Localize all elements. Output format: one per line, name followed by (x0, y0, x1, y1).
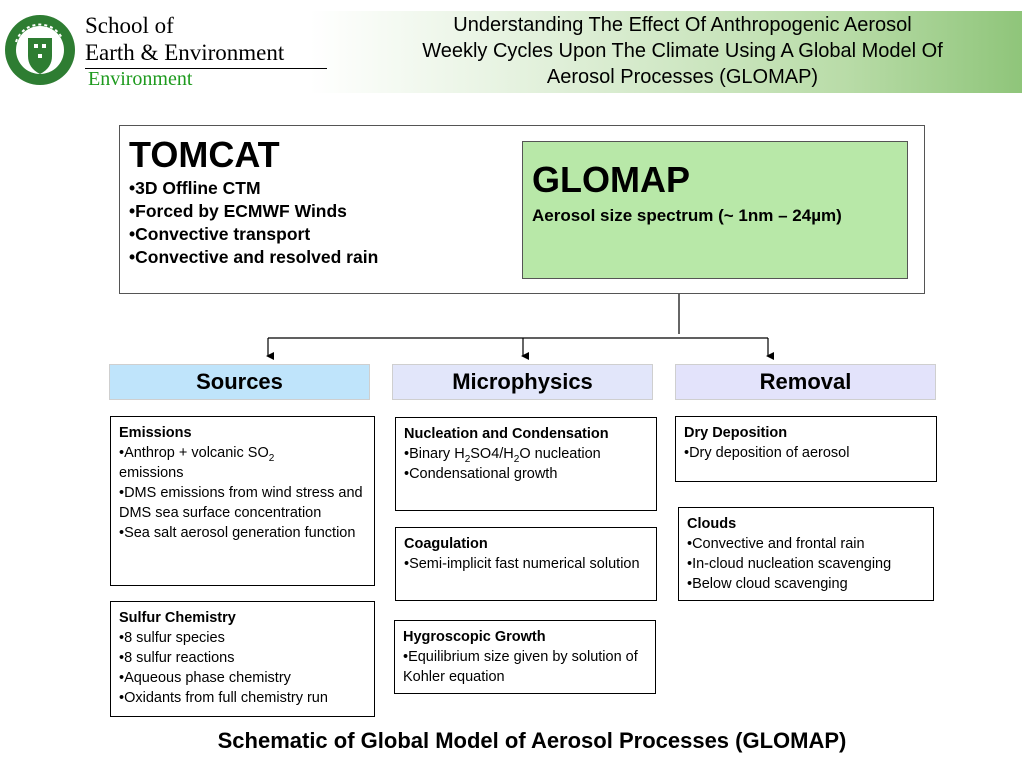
card-line: •8 sulfur reactions (119, 650, 235, 666)
title-line: Understanding The Effect Of Anthropogeni… (453, 14, 912, 36)
tomcat-feature-list: •3D Offline CTM •Forced by ECMWF Winds •… (129, 177, 378, 269)
glomap-subtitle: Aerosol size spectrum (~ 1nm – 24µm) (532, 206, 842, 225)
card-title: Coagulation (404, 536, 488, 552)
glomap-title: GLOMAP (532, 159, 690, 200)
card-title: Dry Deposition (684, 425, 788, 441)
figure-caption: Schematic of Global Model of Aerosol Pro… (217, 728, 847, 753)
university-crest-logo (5, 15, 75, 85)
card-title: Sulfur Chemistry (119, 610, 236, 626)
glomap-box (522, 141, 908, 279)
card-line: •Semi-implicit fast numerical solution (404, 556, 640, 572)
card-title: Hygroscopic Growth (403, 629, 546, 645)
card-emissions: Emissions •Anthrop + volcanic SO2 emissi… (110, 416, 375, 586)
title-line: Aerosol Processes (GLOMAP) (546, 66, 819, 88)
card-nucleation-condensation: Nucleation and Condensation •Binary H2SO… (395, 417, 657, 511)
list-item: •Convective and resolved rain (129, 247, 379, 267)
card-line: •Oxidants from full chemistry run (119, 690, 328, 706)
card-line: •DMS emissions from wind stress and DMS … (119, 485, 363, 521)
header-gradient-banner (310, 11, 1022, 93)
card-line: •In-cloud nucleation scavenging (687, 556, 892, 572)
card-line: •Binary H2SO4/H2O nucleation (404, 446, 601, 465)
card-title: Clouds (687, 516, 737, 532)
school-name-line2: Earth & Environment (85, 40, 285, 65)
title-line: Weekly Cycles Upon The Climate Using A G… (422, 40, 943, 62)
card-line: •Dry deposition of aerosol (684, 445, 850, 461)
tomcat-title: TOMCAT (129, 134, 280, 175)
card-coagulation: Coagulation •Semi-implicit fast numerica… (395, 527, 657, 601)
category-microphysics: Microphysics (392, 364, 653, 400)
card-line: •Below cloud scavenging (687, 576, 848, 592)
header-divider (85, 68, 327, 69)
list-item: •3D Offline CTM (129, 178, 261, 198)
list-item: •Convective transport (129, 224, 311, 244)
category-removal: Removal (675, 364, 936, 400)
card-line: •8 sulfur species (119, 630, 225, 646)
card-sulfur-chemistry: Sulfur Chemistry •8 sulfur species •8 su… (110, 601, 375, 717)
card-title: Nucleation and Condensation (404, 426, 609, 442)
card-line: •Aqueous phase chemistry (119, 670, 291, 686)
page-title: Understanding The Effect Of Anthropogeni… (355, 12, 1010, 90)
card-dry-deposition: Dry Deposition •Dry deposition of aeroso… (675, 416, 937, 482)
school-name-line1: School of (85, 13, 174, 38)
card-hygroscopic-growth: Hygroscopic Growth •Equilibrium size giv… (394, 620, 656, 694)
card-line: •Equilibrium size given by solution of K… (403, 649, 638, 685)
category-sources: Sources (109, 364, 370, 400)
list-item: •Forced by ECMWF Winds (129, 201, 347, 221)
header: School of Earth & Environment Environmen… (0, 0, 1024, 96)
card-line: •Sea salt aerosol generation function (119, 525, 356, 541)
card-line: •Condensational growth (404, 466, 558, 482)
card-line: •Convective and frontal rain (687, 536, 865, 552)
card-line: •Anthrop + volcanic SO2 (119, 445, 275, 464)
card-clouds: Clouds •Convective and frontal rain •In-… (678, 507, 934, 601)
school-subtitle: Environment (88, 68, 193, 90)
card-title: Emissions (119, 425, 192, 441)
card-line: emissions (119, 465, 184, 481)
